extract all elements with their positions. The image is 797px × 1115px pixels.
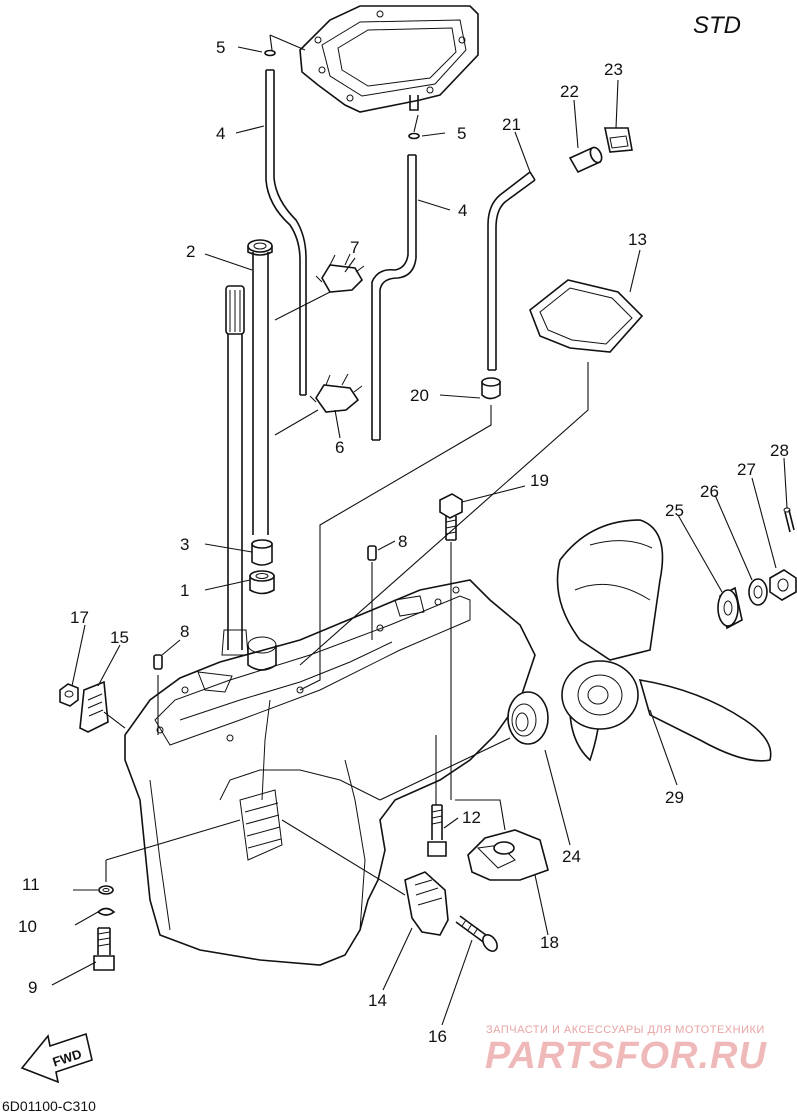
callout-20: 20 xyxy=(410,386,429,405)
bushing-22 xyxy=(568,146,603,174)
o-ring-5-right xyxy=(408,132,420,140)
callout-5-top: 5 xyxy=(216,38,225,57)
spacer-25 xyxy=(717,586,743,630)
callout-8-right: 8 xyxy=(398,532,407,551)
callout-21: 21 xyxy=(502,115,521,134)
clip-23 xyxy=(604,127,633,153)
bolt-19 xyxy=(439,493,463,541)
callout-15: 15 xyxy=(110,628,129,647)
propeller-29 xyxy=(556,519,772,762)
damper-6 xyxy=(309,373,363,413)
callout-4-left: 4 xyxy=(216,124,225,143)
washer-26 xyxy=(748,578,768,606)
spring-washer-10 xyxy=(97,907,116,916)
callout-4-right: 4 xyxy=(458,201,467,220)
bolt-12 xyxy=(427,804,447,857)
callout-25: 25 xyxy=(665,501,684,520)
tube-2 xyxy=(247,239,273,535)
fwd-arrow-icon: FWD xyxy=(20,1032,93,1084)
watermark-tagline: ЗАПЧАСТИ И АКСЕССУАРЫ ДЛЯ МОТОТЕХНИКИ xyxy=(486,1024,765,1036)
callout-23: 23 xyxy=(604,60,623,79)
bushing-3 xyxy=(251,539,273,566)
callout-24: 24 xyxy=(562,847,581,866)
water-inlet-grille xyxy=(239,789,283,861)
washer-11 xyxy=(98,885,114,895)
drive-shaft xyxy=(221,285,249,656)
tube-21 xyxy=(487,171,536,370)
callout-26: 26 xyxy=(700,482,719,501)
leader-lines xyxy=(51,34,788,1026)
damper-7 xyxy=(315,253,365,293)
callout-1: 1 xyxy=(180,581,189,600)
screw-16 xyxy=(455,915,498,952)
bolt-9 xyxy=(93,927,115,971)
callout-10: 10 xyxy=(18,917,37,936)
water-tube-4-left xyxy=(265,70,307,395)
callout-labels: 5 4 5 4 2 7 6 3 1 8 8 20 21 22 23 13 19 … xyxy=(18,38,789,1046)
cover-15 xyxy=(79,680,109,733)
variant-label: STD xyxy=(693,12,741,39)
callout-18: 18 xyxy=(540,933,559,952)
cotter-pin-28 xyxy=(783,507,795,533)
nut-27 xyxy=(769,569,797,601)
callout-19: 19 xyxy=(530,471,549,490)
callout-2: 2 xyxy=(186,242,195,261)
anode-18 xyxy=(467,829,549,881)
nut-17 xyxy=(59,683,79,707)
callout-11: 11 xyxy=(22,875,40,894)
seal-1 xyxy=(249,570,275,595)
lower-casing xyxy=(124,579,536,966)
cover-14 xyxy=(404,871,449,936)
callout-5-right: 5 xyxy=(457,124,466,143)
callout-12: 12 xyxy=(462,808,481,827)
callout-8-left: 8 xyxy=(180,622,189,641)
gasket-13 xyxy=(529,279,644,353)
callout-6: 6 xyxy=(335,438,344,457)
callout-22: 22 xyxy=(560,82,579,101)
upper-mount-plate xyxy=(299,5,479,113)
callout-9: 9 xyxy=(28,978,37,997)
watermark: ЗАПЧАСТИ И АКСЕССУАРЫ ДЛЯ МОТОТЕХНИКИ PA… xyxy=(485,1024,767,1077)
diagram-code: 6D01100-C310 xyxy=(2,1098,96,1114)
oil-seal-24 xyxy=(507,691,549,745)
callout-16: 16 xyxy=(428,1027,447,1046)
dowel-pin-8-right xyxy=(367,545,377,561)
callout-28: 28 xyxy=(770,441,789,460)
callout-14: 14 xyxy=(368,991,387,1010)
watermark-brand-logo: PARTSFOR.RU xyxy=(485,1035,767,1077)
callout-7: 7 xyxy=(350,238,359,257)
callout-27: 27 xyxy=(737,460,756,479)
water-tube-4-right xyxy=(371,155,417,440)
o-ring-5-top xyxy=(264,49,276,57)
callout-3: 3 xyxy=(180,535,189,554)
grommet-20 xyxy=(481,377,501,400)
callout-13: 13 xyxy=(628,230,647,249)
dowel-pin-8-left xyxy=(153,654,163,670)
callout-29: 29 xyxy=(665,788,684,807)
callout-17: 17 xyxy=(70,608,89,627)
